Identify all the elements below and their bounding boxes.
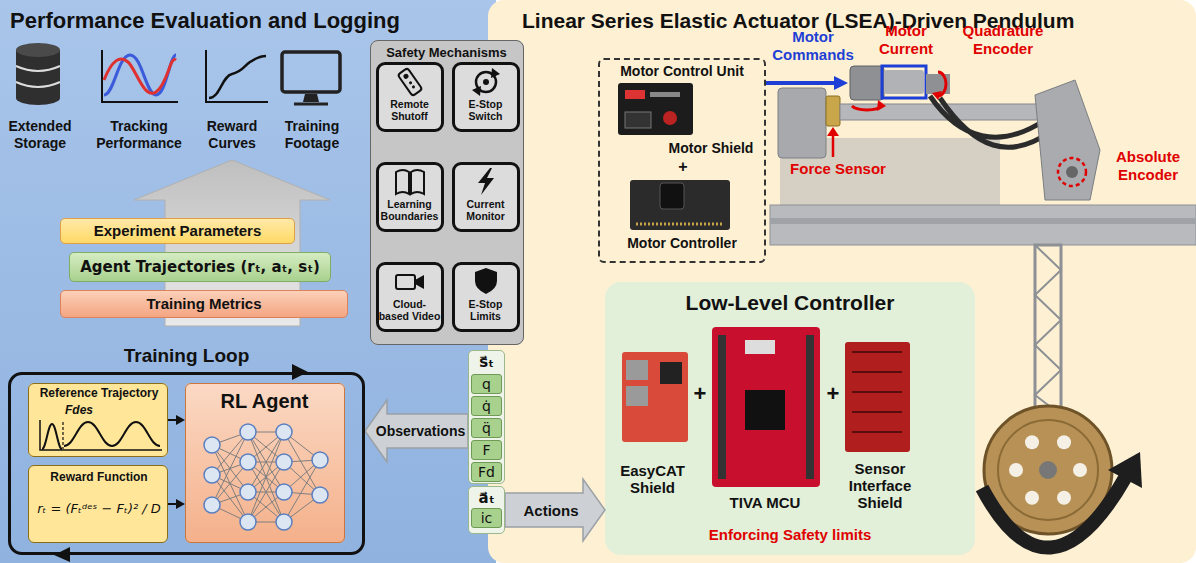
block-arrow: [505, 479, 605, 541]
action-column: a⃗ₜic: [468, 486, 505, 534]
node-text: Linear Series Elastic Actuator (LSEA)-Dr…: [522, 8, 1186, 34]
safety-tile: Remote Shutoff: [376, 62, 444, 132]
node-subtext: Enforcing Safety limits: [605, 526, 975, 544]
node-text: E-Stop Switch: [455, 98, 517, 122]
logging-icons: [16, 43, 340, 105]
process-box: Experiment Parameters: [60, 218, 295, 244]
safety-tile: E-Stop Limits: [452, 262, 520, 332]
node-text: Reference Trajectory: [32, 386, 166, 401]
node-subtext: +: [823, 382, 843, 406]
safety-tile: Cloud-based Video: [376, 262, 444, 332]
node-text: Agent Trajectories (rₜ, aₜ, sₜ): [80, 258, 320, 276]
node-text: F: [482, 441, 490, 459]
node-text: Low-Level Controller: [605, 290, 975, 315]
state-column: s⃗ₜ q q̇ q̈ F Fd: [468, 350, 505, 484]
node-text: Fd: [478, 463, 495, 481]
node-text: Learning Boundaries: [379, 198, 441, 222]
signal-cell: Fd: [471, 462, 502, 482]
node-text: ic: [481, 509, 493, 527]
safety-panel: Safety MechanismsRemote Shutoff E-Stop Sw…: [370, 40, 524, 345]
callout-label: Reward Curves: [192, 118, 272, 152]
node-text: E-Stop Limits: [455, 298, 517, 322]
node-text: RL Agent: [186, 389, 343, 413]
callout-label: Tracking Performance: [93, 118, 185, 152]
block-arrow: [365, 400, 468, 462]
callout-label: Training Footage: [276, 118, 348, 152]
node-subtext: Motor Controller: [600, 235, 764, 252]
node-text: Training Metrics: [146, 295, 261, 313]
loop-box: Training LoopReference TrajectoryFdesRew…: [8, 372, 365, 555]
panel-band: Linear Series Elastic Actuator (LSEA)-Dr…: [488, 0, 1196, 563]
node-text: Cloud-based Video: [379, 298, 441, 322]
reference-plot: [28, 383, 168, 457]
node-text: Current Monitor: [455, 198, 517, 222]
signal-cell: ic: [471, 508, 502, 528]
node-text: Performance Evaluation and Logging: [10, 8, 480, 34]
node-text: q: [482, 375, 491, 393]
node-text: Remote Shutoff: [379, 98, 441, 122]
low-level-controller-ground: [605, 282, 975, 555]
control-unit-box: Motor Control UnitMotor Shield+ Motor Con…: [598, 58, 766, 263]
connector-arrow: [168, 499, 185, 509]
node-text: q̈: [482, 419, 491, 437]
node-text: a⃗ₜ: [469, 488, 504, 508]
safety-tile: Learning Boundaries: [376, 162, 444, 232]
process-box: Agent Trajectories (rₜ, aₜ, sₜ): [69, 252, 332, 282]
node-text: q̇: [482, 397, 491, 415]
safety-panel: [370, 40, 524, 345]
motor-control-boards: [618, 83, 730, 230]
callout-label: Absolute Encoder: [1106, 148, 1190, 184]
node-subtext: Sensor Interface Shield: [837, 460, 923, 511]
node-subtext: TIVA MCU: [705, 494, 825, 511]
agent-box: RL Agent: [185, 383, 345, 543]
process-box: Reward Function rₜ = (Fₜᵈᵉˢ − Fₜ)² / D: [28, 465, 168, 543]
callout-label: Extended Storage: [4, 118, 76, 152]
safety-tile: Current Monitor: [452, 162, 520, 232]
panel-band: Performance Evaluation and LoggingExperi…: [0, 0, 492, 563]
callout-label: Quadrature Encoder: [956, 22, 1050, 58]
callout-label: Motor Commands: [768, 28, 858, 64]
node-subtext: Motor Shield: [658, 140, 764, 157]
edge-label: Actions: [523, 502, 578, 519]
signal-cell: q̇: [471, 396, 502, 416]
node-subtext: +: [691, 382, 709, 406]
edge-label: Observations: [376, 423, 465, 440]
process-box: Training Metrics: [60, 290, 348, 318]
safety-tile: E-Stop Switch: [452, 62, 520, 132]
node-text: Reward Function: [32, 470, 166, 485]
node-subtext: rₜ = (Fₜᵈᵉˢ − Fₜ)² / D: [32, 500, 166, 518]
signal-cell: F: [471, 440, 502, 460]
node-text: Experiment Parameters: [94, 222, 262, 240]
node-text: Training Loop: [11, 344, 362, 368]
connector-arrow: [168, 415, 185, 425]
signal-cell: q: [471, 374, 502, 394]
callout-label: Force Sensor: [786, 160, 890, 178]
neural-network: [185, 383, 345, 543]
signal-cell: q̈: [471, 418, 502, 438]
process-box: Reference TrajectoryFdes: [28, 383, 168, 457]
controller-box: Low-Level ControllerEasyCAT Shield + TIVA …: [605, 282, 975, 555]
callout-label: Motor Current: [864, 22, 948, 58]
node-text: Safety Mechanisms: [371, 45, 522, 61]
node-text: s⃗ₜ: [469, 352, 504, 372]
node-subtext: +: [673, 158, 693, 176]
node-subtext: EasyCAT Shield: [610, 462, 695, 496]
node-subtext: Fdes: [62, 403, 96, 418]
node-text: Motor Control Unit: [600, 63, 764, 80]
